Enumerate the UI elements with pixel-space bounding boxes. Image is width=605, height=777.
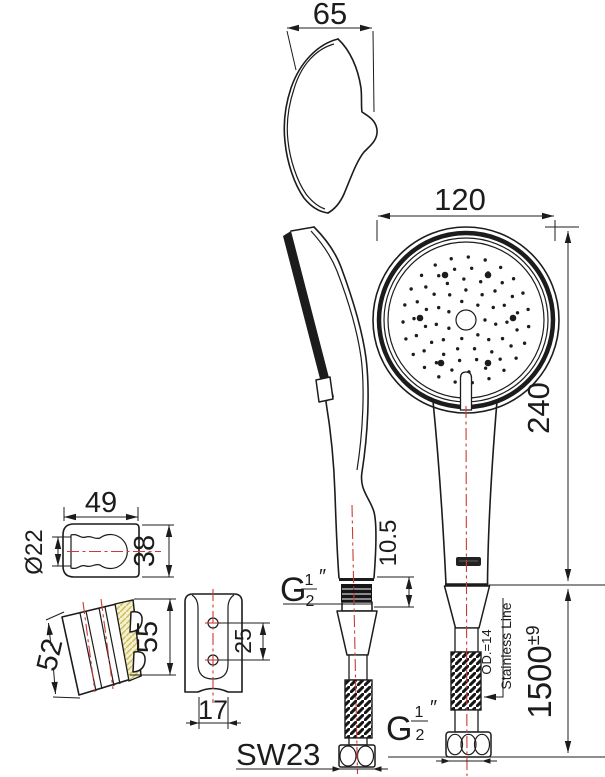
dim-52: 52: [31, 611, 81, 699]
dim-10-5: 10.5: [374, 520, 414, 608]
hose-coil-side: [344, 679, 373, 739]
dim-49: 49: [63, 487, 139, 521]
center-nozzle: [455, 309, 477, 331]
thread-connector: [341, 584, 372, 602]
frac-denominator: 2: [416, 727, 425, 744]
dim-25: 25: [218, 622, 270, 661]
dim-10-5-label: 10.5: [375, 520, 402, 567]
thread-spec-upper: G 1 2 ″: [280, 566, 372, 610]
inch-mark: ″: [319, 566, 326, 588]
g-letter: G: [386, 710, 412, 748]
dim-38: 38: [129, 524, 174, 578]
dim-diameter-22: Ø22: [21, 529, 71, 575]
bracket-side-view: [61, 598, 146, 696]
dim-17: 17: [186, 695, 241, 729]
dim-65: 65: [286, 0, 375, 113]
hose-note-line2: OD.=14: [479, 629, 494, 674]
mode-button: [315, 376, 334, 403]
dim-240-label: 240: [521, 382, 556, 434]
thread-spec-lower: G 1 2 ″: [386, 697, 497, 764]
dim-38-label: 38: [129, 535, 161, 567]
hose-coil-front: [450, 651, 482, 711]
head-profile-view: [283, 38, 378, 214]
dim-sw23: SW23: [236, 737, 388, 772]
hose-nut-front: [445, 731, 492, 758]
shower-side-view: [283, 226, 378, 775]
hose-note: Stainless Line OD.=14: [479, 598, 514, 701]
dim-65-label: 65: [313, 0, 347, 31]
frac-denominator: 2: [306, 593, 315, 610]
conical-nut-side: [336, 610, 378, 656]
g-letter: G: [280, 571, 306, 609]
face-slot: [459, 371, 473, 411]
spray-nozzles: [401, 255, 531, 385]
brand-logo: [456, 557, 481, 566]
dim-1500: 1500±9: [388, 589, 605, 758]
dim-55-label: 55: [132, 621, 164, 653]
dim-49-label: 49: [85, 487, 117, 519]
dim-120: 120: [376, 182, 556, 241]
frac-numerator: 1: [415, 704, 424, 721]
dim-25-label: 25: [230, 628, 256, 654]
inch-mark: ″: [430, 697, 437, 719]
hose-note-line1: Stainless Line: [498, 602, 514, 689]
frac-numerator: 1: [305, 572, 314, 589]
plate-clip-top: [129, 610, 143, 633]
dim-o22-label: Ø22: [21, 529, 48, 574]
dim-240: 240: [489, 226, 605, 586]
dim-52-label: 52: [31, 636, 69, 675]
dim-1500-label: 1500±9: [521, 625, 558, 718]
dim-17-label: 17: [198, 695, 228, 725]
shower-front-view: [372, 226, 560, 777]
dim-55: 55: [130, 598, 176, 676]
bracket-top-view: [62, 523, 161, 578]
sw23-label: SW23: [236, 737, 320, 772]
plate-clip-bottom: [132, 650, 146, 673]
dim-120-label: 120: [434, 182, 486, 217]
